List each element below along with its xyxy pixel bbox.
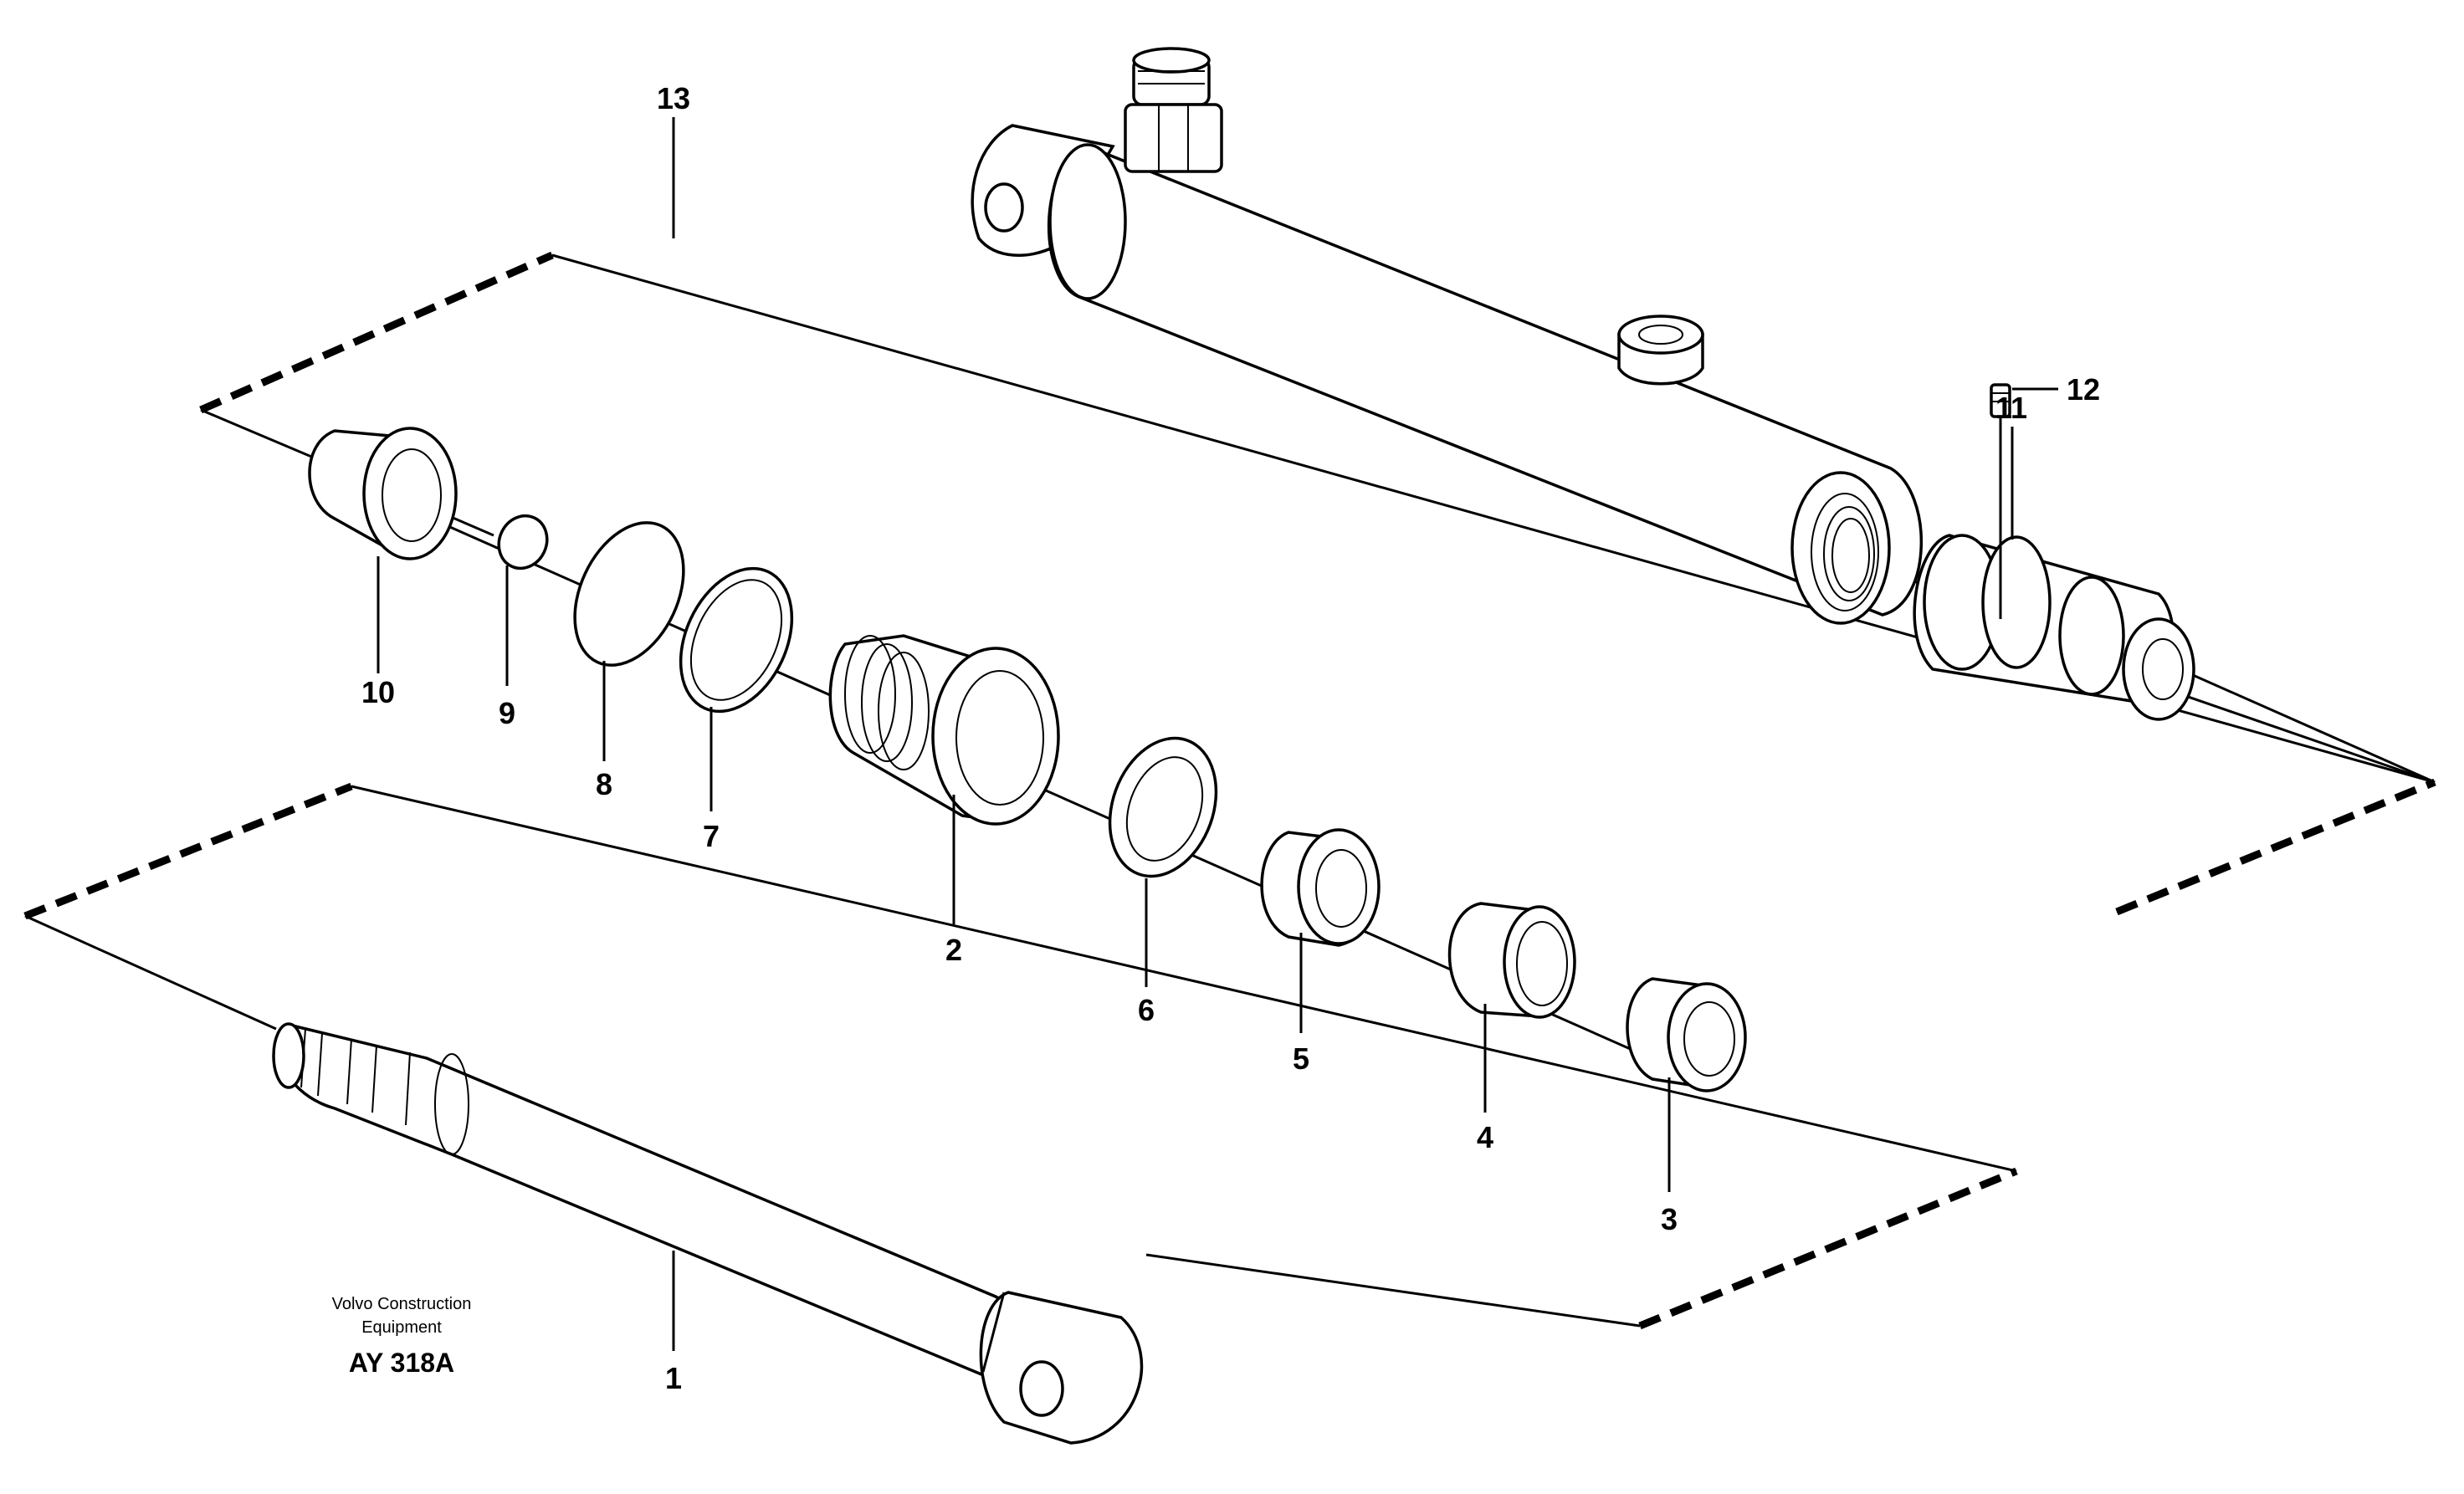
- o-ring-9: [497, 514, 549, 570]
- callout-10: 10: [361, 675, 395, 709]
- set-screw: [1990, 383, 2058, 619]
- piston-rod: [272, 1022, 1144, 1445]
- brand-line-1: Volvo Construction: [332, 1295, 472, 1313]
- brand-line-2: Equipment: [361, 1318, 442, 1337]
- rod-seal-6: [1108, 736, 1218, 878]
- cylinder-head: [828, 634, 1060, 826]
- sleeve-4: [1447, 902, 1576, 1019]
- callout-7: 7: [703, 819, 720, 853]
- leader-lines: [377, 117, 2014, 1351]
- o-ring-8: [573, 521, 685, 667]
- callout-2: 2: [945, 933, 962, 967]
- callout-11: 11: [1995, 391, 2027, 425]
- gland-nut: [308, 427, 458, 560]
- drawing-code: AY 318A: [349, 1348, 454, 1378]
- callout-13: 13: [657, 81, 690, 115]
- seal-ring-3: [1626, 977, 1747, 1092]
- callout-6: 6: [1138, 993, 1155, 1027]
- wiper-seal-7: [679, 566, 794, 714]
- bushing-5: [1260, 828, 1381, 947]
- lower-assembly-frame: [23, 782, 2018, 1330]
- callout-8: 8: [596, 767, 612, 801]
- callout-4: 4: [1477, 1120, 1493, 1154]
- cylinder-barrel: [971, 47, 1923, 625]
- callout-3: 3: [1661, 1202, 1678, 1236]
- piston: [1913, 534, 2195, 721]
- callout-9: 9: [499, 696, 515, 730]
- callout-5: 5: [1293, 1041, 1309, 1076]
- callout-12: 12: [2067, 372, 2100, 407]
- callout-1: 1: [665, 1361, 682, 1395]
